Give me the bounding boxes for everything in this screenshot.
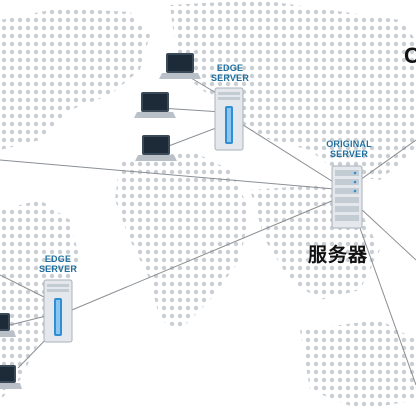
connection-line — [349, 199, 416, 386]
laptop-icon — [135, 135, 177, 161]
edge-server-top-label: EDGE SERVER — [210, 63, 250, 83]
connection-line — [9, 314, 51, 326]
edge-server-icon — [43, 279, 73, 343]
connection-line — [59, 194, 347, 316]
connection-line — [231, 117, 347, 191]
original-server-icon — [331, 165, 363, 229]
laptop-icon — [159, 53, 201, 79]
laptop-icon — [0, 313, 16, 337]
connection-line — [0, 274, 51, 301]
edge-server-left-label: EDGE SERVER — [38, 254, 78, 274]
laptop-icon — [0, 365, 22, 389]
edge-server-icon — [214, 87, 244, 151]
laptop-icon — [134, 92, 176, 118]
original-server-label: ORIGINAL SERVER — [326, 139, 372, 159]
connection-line — [159, 107, 223, 113]
cropped-title-text: C — [404, 43, 416, 68]
connection-line — [0, 159, 347, 191]
server-chinese-label: 服务器 — [308, 244, 369, 266]
